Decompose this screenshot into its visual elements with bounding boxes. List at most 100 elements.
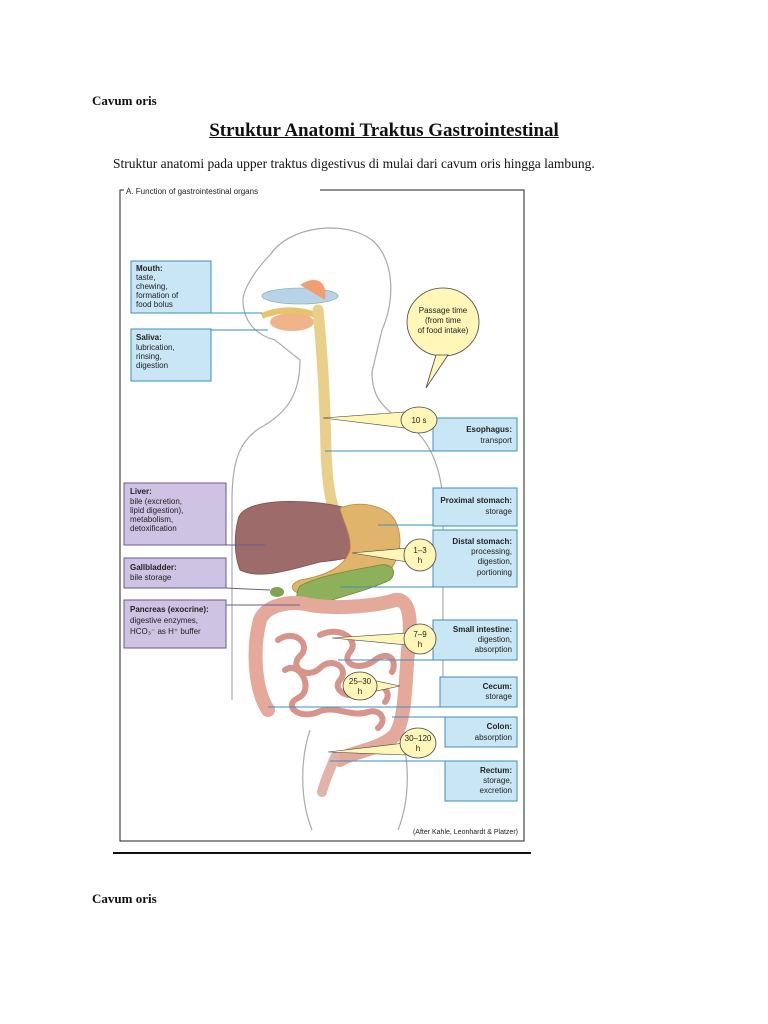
label-liver: Liver:bile (excretion,lipid digestion),m… <box>123 482 265 546</box>
time-small-intestine-text: 7–9 <box>413 630 427 639</box>
svg-text:Colon:absorption: Colon: absorption <box>475 722 512 742</box>
svg-text:Liver:bile (excretion,lipid di: Liver:bile (excretion,lipid digestion),m… <box>130 487 183 533</box>
svg-text:Saliva:lubrication,rinsing,dig: Saliva:lubrication,rinsing,digestion <box>136 333 175 370</box>
intro-paragraph: Struktur anatomi pada upper traktus dige… <box>113 156 595 171</box>
top-heading: Cavum oris <box>92 93 157 108</box>
time-cecum-text: 25–30 <box>349 677 372 686</box>
time-small-intestine-text: h <box>418 640 422 649</box>
svg-text:Pancreas (exocrine):digestive: Pancreas (exocrine): digestive enzymes, HC… <box>130 605 209 636</box>
label-proximal-stomach: Proximal stomach: storage <box>378 487 518 527</box>
svg-text:Cecum:storage: Cecum:storage <box>483 682 513 701</box>
gallbladder <box>270 587 284 597</box>
label-colon: Colon: absorption <box>392 716 518 748</box>
bottom-heading: Cavum oris <box>92 891 157 906</box>
label-gallbladder: Gallbladder:bile storage <box>123 557 271 591</box>
label-liver-text: Liver: <box>130 487 152 496</box>
label-saliva: Saliva:lubrication,rinsing,digestion <box>130 328 268 382</box>
svg-text:7–9h: 7–9h <box>413 630 427 649</box>
label-proximal-stomach-text: Proximal stomach: <box>440 496 512 505</box>
time-cecum-text: h <box>358 687 362 696</box>
svg-text:1–3h: 1–3h <box>413 546 427 565</box>
label-small-intestine-text: Small intestine: <box>453 625 512 634</box>
label-saliva-text: Saliva: <box>136 333 162 342</box>
label-gallbladder-text: bile storage <box>130 573 172 582</box>
label-gallbladder-text: Gallbladder: <box>130 563 177 572</box>
esophagus <box>312 304 341 518</box>
label-pancreas-text: digestive enzymes, <box>130 616 198 625</box>
label-saliva-text: rinsing, <box>136 352 162 361</box>
time-esophagus-text: 10 s <box>411 416 426 425</box>
label-rectum-text: Rectum: <box>480 766 512 775</box>
label-cecum-text: storage <box>485 692 512 701</box>
figure-title: A. Function of gastrointestinal organs <box>126 187 258 196</box>
label-cecum-text: Cecum: <box>483 682 512 691</box>
label-pancreas: Pancreas (exocrine): digestive enzymes, HC… <box>123 599 300 649</box>
rectum <box>317 752 340 797</box>
label-colon-text: Colon: <box>487 722 512 731</box>
label-mouth-text: Mouth: <box>136 264 163 273</box>
label-liver-text: lipid digestion), <box>130 506 183 515</box>
label-small-intestine-text: absorption <box>475 645 512 654</box>
nasal-cavity <box>261 287 339 305</box>
label-small-intestine-text: digestion, <box>478 635 512 644</box>
label-distal-stomach-text: portioning <box>477 568 512 577</box>
label-rectum-text: storage, <box>483 776 512 785</box>
time-bubble-esophagus: 10 s <box>322 406 438 434</box>
horizontal-rule <box>113 852 531 854</box>
time-colon-text: 30–120 <box>405 734 432 743</box>
label-mouth-text: taste, <box>136 273 156 282</box>
svg-text:10 s: 10 s <box>411 416 426 425</box>
label-rectum: Rectum:storage,excretion <box>330 760 518 802</box>
label-distal-stomach-text: processing, <box>471 547 512 556</box>
label-colon-text: absorption <box>475 733 512 742</box>
svg-text:Rectum:storage,excretion: Rectum:storage,excretion <box>480 766 512 795</box>
label-distal-stomach-text: digestion, <box>478 557 512 566</box>
label-mouth-text: food bolus <box>136 300 173 309</box>
passage-time-text: Passage time <box>419 306 468 315</box>
passage-time-text: (from time <box>425 316 462 325</box>
label-mouth-text: chewing, <box>136 282 168 291</box>
label-liver-text: metabolism, <box>130 515 173 524</box>
time-stomach-text: h <box>418 556 422 565</box>
time-colon-text: h <box>416 744 420 753</box>
label-distal-stomach-text: Distal stomach: <box>452 537 512 546</box>
svg-text:Distal stomach:processing,dige: Distal stomach:processing,digestion, port… <box>452 537 512 577</box>
svg-text:Gallbladder:bile storage: Gallbladder:bile storage <box>130 563 177 582</box>
label-rectum-text: excretion <box>480 786 512 795</box>
svg-text:Small intestine:digestion,abso: Small intestine:digestion,absorption <box>453 625 512 654</box>
time-stomach-text: 1–3 <box>413 546 427 555</box>
label-esophagus-text: Esophagus: <box>466 425 512 434</box>
label-saliva-text: lubrication, <box>136 343 175 352</box>
label-esophagus-text: transport <box>480 436 512 445</box>
label-pancreas-text: HCO₃⁻ as H⁺ buffer <box>130 627 201 636</box>
page-title: Struktur Anatomi Traktus Gastrointestina… <box>209 120 559 141</box>
label-cecum: Cecum:storage <box>268 676 518 708</box>
salivary-gland-upper <box>300 280 326 300</box>
label-small-intestine: Small intestine:digestion,absorption <box>338 619 518 661</box>
label-liver-text: detoxification <box>130 524 177 533</box>
svg-text:Proximal stomach:storage: Proximal stomach: storage <box>440 496 512 516</box>
body-outline <box>231 227 444 700</box>
svg-text:Esophagus:transport: Esophagus: transport <box>466 425 513 445</box>
label-liver-text: bile (excretion, <box>130 497 182 506</box>
label-esophagus: Esophagus: transport <box>325 417 518 452</box>
label-mouth-text: formation of <box>136 291 179 300</box>
passage-time-text: of food intake) <box>418 326 469 335</box>
label-pancreas-text: Pancreas (exocrine): <box>130 605 209 614</box>
figure-credit: (After Kahle, Leonhardt & Platzer) <box>413 829 518 836</box>
salivary-gland-lower <box>270 313 314 331</box>
colon <box>248 593 417 767</box>
label-proximal-stomach-text: storage <box>485 507 512 516</box>
label-saliva-text: digestion <box>136 361 168 370</box>
svg-text:25–30h: 25–30h <box>349 677 372 696</box>
